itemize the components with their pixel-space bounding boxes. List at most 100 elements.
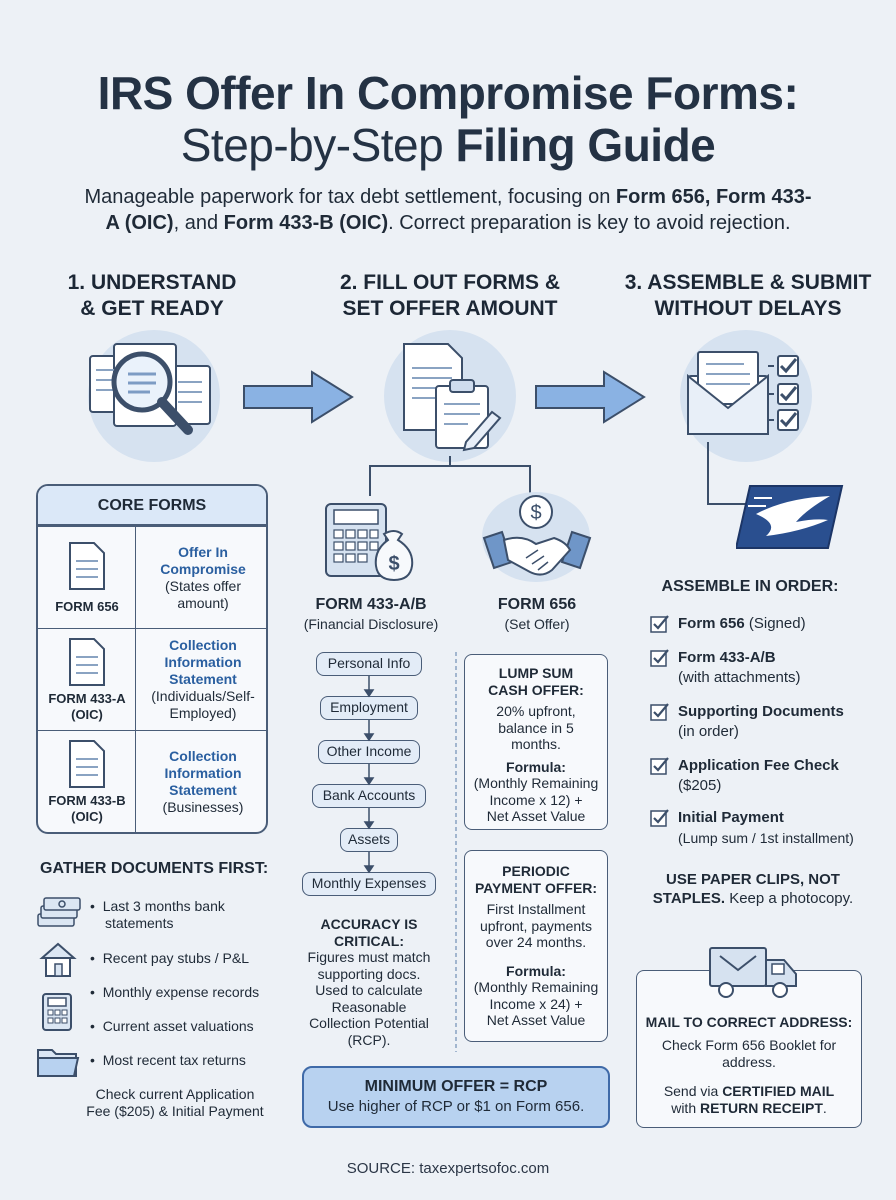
periodic-text: upfront, payments xyxy=(479,917,593,934)
step-1-heading: 1. UNDERSTAND & GET READY xyxy=(40,270,264,322)
mail-instructions: MAIL TO CORRECT ADDRESS: Check Form 656 … xyxy=(640,1014,858,1117)
core-form-row-433a: FORM 433-A (OIC) Collection Information … xyxy=(38,628,266,730)
bullet: • xyxy=(90,1052,103,1068)
mail-address-box xyxy=(636,970,862,1128)
core-form-cell: FORM 433-B (OIC) xyxy=(38,731,136,832)
checkbox-checked-icon xyxy=(650,615,669,633)
periodic-title: PERIODIC xyxy=(502,863,570,879)
desc-line: (States offer xyxy=(164,577,241,594)
core-form-description: Collection Information Statement (Busine… xyxy=(138,731,266,832)
assemble-item-text: Application Fee Check($205) xyxy=(678,756,878,796)
accuracy-title: ACCURACY IS xyxy=(320,916,418,932)
periodic-formula: Income x 24) + xyxy=(489,995,583,1012)
document-icon xyxy=(69,542,105,590)
periodic-formula: (Monthly Remaining xyxy=(473,979,599,995)
subtitle-text: Manageable paperwork for tax debt settle… xyxy=(84,186,616,208)
gather-item-text: statements xyxy=(105,915,174,931)
calculator-moneybag-icon: $ xyxy=(325,503,414,582)
branch-connector xyxy=(369,456,531,496)
mail-title: MAIL TO CORRECT ADDRESS: xyxy=(645,1014,853,1030)
flow-step-assets: Assets xyxy=(340,828,398,852)
desc-blue-line: Statement xyxy=(169,671,237,687)
accuracy-title: CRITICAL: xyxy=(334,932,404,949)
step-3-heading: 3. ASSEMBLE & SUBMIT WITHOUT DELAYS xyxy=(610,270,886,322)
core-form-row-433b: FORM 433-B (OIC) Collection Information … xyxy=(38,730,266,832)
core-form-cell: FORM 433-A (OIC) xyxy=(38,629,136,730)
lump-title: LUMP SUM xyxy=(498,665,574,681)
lump-text: months. xyxy=(511,736,561,752)
assemble-item-line2: (with attachments) xyxy=(678,669,801,686)
gather-item-text: Recent pay stubs / P&L xyxy=(102,950,249,966)
gather-item: • Current asset valuations xyxy=(90,1018,280,1035)
page-title-line2: Step-by-Step Filing Guide xyxy=(0,118,896,172)
accuracy-text: (RCP). xyxy=(347,1031,391,1048)
mail-text: address. xyxy=(722,1054,776,1070)
lump-formula-label: Formula: xyxy=(506,758,566,775)
connector-line xyxy=(707,442,746,505)
periodic-payment-offer-box: PERIODIC PAYMENT OFFER: First Installmen… xyxy=(464,850,608,1042)
subtitle-text: . Correct preparation is key to avoid re… xyxy=(388,212,791,234)
lump-text: balance in 5 xyxy=(498,719,574,736)
lump-text: 20% upfront, xyxy=(496,703,576,719)
paper-clips-note: USE PAPER CLIPS, NOT STAPLES. Keep a pho… xyxy=(644,870,862,908)
mail-with-text: . xyxy=(822,1100,827,1116)
core-forms-table: CORE FORMS FORM 656 Offer In Compromise … xyxy=(36,484,268,834)
form-name-suffix: (OIC) xyxy=(71,707,103,722)
envelope-checklist-icon xyxy=(687,351,799,435)
gather-note-line: Check current Application xyxy=(95,1086,255,1102)
assemble-item-text: Initial Payment(Lump sum / 1st installme… xyxy=(678,808,878,849)
desc-blue-line: Collection xyxy=(169,747,237,764)
flow-step-monthly-expenses: Monthly Expenses xyxy=(302,872,436,896)
gather-note: Check current Application Fee ($205) & I… xyxy=(60,1086,290,1120)
gather-item-text: Current asset valuations xyxy=(102,1018,254,1034)
minimum-offer-box: MINIMUM OFFER = RCP Use higher of RCP or… xyxy=(302,1066,610,1128)
clips-bold: STAPLES. xyxy=(652,890,726,907)
bullet: • xyxy=(90,1018,103,1034)
lump-title: CASH OFFER: xyxy=(488,681,584,698)
form-name-suffix: (OIC) xyxy=(71,809,103,824)
assemble-item-line2: ($205) xyxy=(678,777,722,794)
page-title-line1: IRS Offer In Compromise Forms: xyxy=(97,67,799,119)
title-light: Step-by-Step xyxy=(180,119,456,171)
bullet: • xyxy=(90,950,103,966)
form-433a-label: FORM 433-A (OIC) xyxy=(38,691,136,723)
step-1-line1: 1. UNDERSTAND xyxy=(67,271,237,294)
assemble-item-line2: (Lump sum / 1st installment) xyxy=(678,830,854,846)
handshake-dollar-icon: $ xyxy=(482,495,592,576)
checkbox-checked-icon xyxy=(650,703,669,721)
desc-blue-line: Compromise xyxy=(160,560,246,577)
form656-subtitle: (Set Offer) xyxy=(504,616,570,632)
usps-eagle-icon xyxy=(736,485,844,549)
assemble-title: ASSEMBLE IN ORDER: xyxy=(661,578,839,595)
core-form-description: Offer In Compromise (States offer amount… xyxy=(138,527,266,628)
accuracy-text: Figures must match xyxy=(307,949,431,965)
assemble-item-bold: Form 433-A/B xyxy=(678,649,776,666)
step-2-line1: 2. FILL OUT FORMS & xyxy=(339,271,561,294)
svg-text:$: $ xyxy=(388,553,399,575)
core-form-cell: FORM 656 xyxy=(38,527,136,628)
desc-line: Employed) xyxy=(169,705,237,721)
calculator-icon xyxy=(42,993,72,1031)
clips-bold: USE PAPER CLIPS, NOT xyxy=(666,871,840,888)
lump-sum-offer-box: LUMP SUM CASH OFFER: 20% upfront, balanc… xyxy=(464,654,608,830)
checkbox-checked-icon xyxy=(650,649,669,667)
bullet: • xyxy=(90,984,103,1000)
delivery-truck-icon xyxy=(709,947,797,998)
form656-heading: FORM 656 (Set Offer) xyxy=(470,596,604,632)
periodic-formula-label: Formula: xyxy=(506,962,566,979)
house-icon xyxy=(39,942,77,977)
form433-subtitle: (Financial Disclosure) xyxy=(303,616,439,632)
form433-heading: FORM 433-A/B (Financial Disclosure) xyxy=(298,596,444,632)
lump-formula: (Monthly Remaining xyxy=(473,775,599,791)
bullet: • xyxy=(90,898,103,914)
form433-title: FORM 433-A/B xyxy=(315,596,427,613)
mail-send-text: Send via xyxy=(663,1083,723,1099)
subtitle-bold: Form 433-B (OIC) xyxy=(223,212,389,234)
mail-text: Check Form 656 Booklet for xyxy=(661,1037,837,1053)
mail-send-bold: CERTIFIED MAIL xyxy=(722,1083,835,1099)
mail-with-text: with xyxy=(671,1100,700,1116)
accuracy-text: Reasonable xyxy=(331,998,407,1015)
desc-blue-line: Information xyxy=(164,764,242,781)
flow-step-bank-accounts: Bank Accounts xyxy=(312,784,426,808)
mail-with-bold: RETURN RECEIPT xyxy=(700,1100,823,1116)
